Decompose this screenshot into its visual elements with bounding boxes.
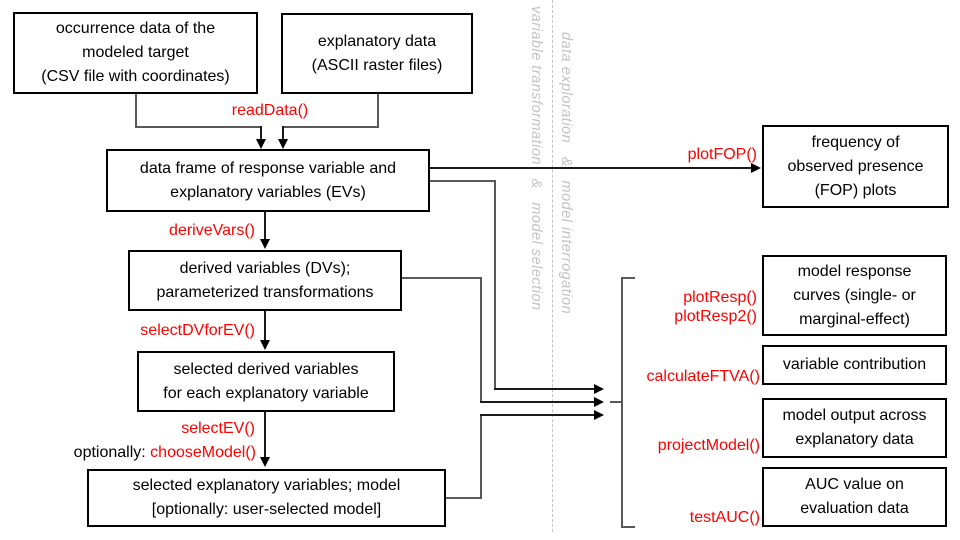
box-explanatory-data: explanatory data (ASCII raster files) [281, 13, 473, 94]
connector-occurrence-h [135, 126, 262, 128]
connector-derived-brace-v [480, 277, 482, 403]
box-fop-line-3: (FOP) plots [814, 181, 897, 199]
box-derived-line-2: parameterized transformations [156, 283, 374, 301]
connector-derivevars-arrow [264, 212, 266, 240]
box-selected-derived-variables: selected derived variables for each expl… [137, 351, 395, 412]
arrowhead-into-fop [751, 163, 761, 173]
label-plotresp-group: plotResp() plotResp2() [637, 288, 757, 326]
arrowhead-into-dataframe-left [256, 139, 266, 149]
label-choosemodel: chooseModel() [150, 444, 256, 461]
box-auc-line-2: evaluation data [800, 500, 909, 517]
connector-derived-brace-h1 [402, 277, 482, 279]
box-final-line-2: [optionally: user-selected model] [151, 501, 382, 518]
arrowhead-into-derived [260, 239, 270, 249]
caption-left-column: variable transformation & model selectio… [528, 6, 544, 311]
box-output-line-2: explanatory data [795, 431, 914, 448]
connector-occurrence-stem [260, 126, 262, 140]
box-response-line-1: model response [797, 262, 912, 280]
box-fop-plots: frequency of observed presence (FOP) plo… [762, 125, 949, 208]
connector-dataframe-brace-h1 [430, 180, 496, 182]
connector-explanatory-stem [282, 126, 284, 140]
box-fop-line-2: observed presence [787, 157, 924, 175]
arrowhead-brace-top [594, 384, 604, 394]
connector-derived-brace-h2 [480, 401, 594, 403]
box-dataframe-line-2: explanatory variables (EVs) [170, 183, 366, 201]
box-dataframe-line-1: data frame of response variable and [139, 159, 397, 177]
box-final-line-1: selected explanatory variables; model [132, 477, 401, 494]
connector-dataframe-brace-v [494, 180, 496, 390]
arrowhead-into-selected-dv [260, 340, 270, 350]
connector-final-brace-h2 [480, 414, 594, 416]
box-response-line-2: curves (single- or [793, 286, 916, 304]
connector-selectdvforev-arrow [264, 311, 266, 341]
box-occurrence-line-3: (CSV file with coordinates) [41, 68, 230, 85]
label-selectdvforev: selectDVforEV() [140, 322, 255, 339]
box-derived-line-1: derived variables (DVs); [179, 259, 351, 277]
box-output-line-1: model output across [782, 407, 927, 424]
label-readdata: readData() [231, 102, 309, 119]
box-selected-dv-line-2: for each explanatory variable [163, 384, 369, 402]
box-contribution-line-1: variable contribution [782, 356, 927, 373]
connector-explanatory-v [377, 94, 379, 128]
box-variable-contribution: variable contribution [762, 345, 947, 385]
connector-occurrence-v [135, 94, 137, 128]
label-plotresp2: plotResp2() [674, 308, 757, 325]
arrowhead-brace-bottom [594, 410, 604, 420]
connector-plotfop-line [430, 167, 752, 169]
label-optionally-prefix: optionally: [73, 444, 151, 461]
grouping-brace-top-tick [621, 277, 635, 279]
box-response-curves: model response curves (single- or margin… [762, 255, 947, 336]
box-auc-line-1: AUC value on [805, 476, 904, 493]
arrowhead-into-dataframe-right [278, 139, 288, 149]
divider-dashed-line [552, 0, 553, 532]
box-auc-value: AUC value on evaluation data [762, 467, 947, 527]
label-optionally-choosemodel: optionally: chooseModel() [30, 443, 256, 462]
arrowhead-into-final-model [260, 457, 270, 467]
box-dataframe: data frame of response variable and expl… [106, 149, 430, 212]
box-explanatory-line-1: explanatory data [317, 32, 437, 50]
label-derivevars: deriveVars() [169, 222, 255, 239]
grouping-brace-bottom-tick [621, 526, 635, 528]
box-selected-model: selected explanatory variables; model [o… [87, 469, 446, 527]
caption-right-column: data exploration & model interrogation [558, 32, 574, 315]
box-occurrence-line-1: occurrence data of the [55, 20, 216, 37]
label-projectmodel: projectModel() [657, 437, 760, 454]
label-selectev: selectEV() [181, 420, 255, 437]
connector-final-brace-v [480, 414, 482, 499]
arrowhead-brace-middle [594, 397, 604, 407]
connector-dataframe-brace-h2 [494, 388, 594, 390]
box-model-output: model output across explanatory data [762, 398, 947, 458]
box-occurrence-data: occurrence data of the modeled target (C… [13, 12, 258, 94]
label-testauc: testAUC() [689, 509, 760, 526]
label-plotfop: plotFOP() [687, 146, 757, 163]
grouping-brace-middle-tick [610, 401, 623, 403]
connector-explanatory-h [283, 126, 379, 128]
box-derived-variables: derived variables (DVs); parameterized t… [128, 250, 402, 311]
connector-selectev-arrow [264, 412, 266, 458]
label-plotresp: plotResp() [683, 289, 757, 306]
box-explanatory-line-2: (ASCII raster files) [311, 56, 443, 74]
box-selected-dv-line-1: selected derived variables [173, 360, 359, 378]
box-response-line-3: marginal-effect) [799, 310, 910, 328]
label-calculateftva: calculateFTVA() [646, 368, 760, 385]
connector-final-brace-h1 [446, 497, 482, 499]
box-occurrence-line-2: modeled target [82, 44, 189, 61]
box-fop-line-1: frequency of [811, 133, 900, 151]
